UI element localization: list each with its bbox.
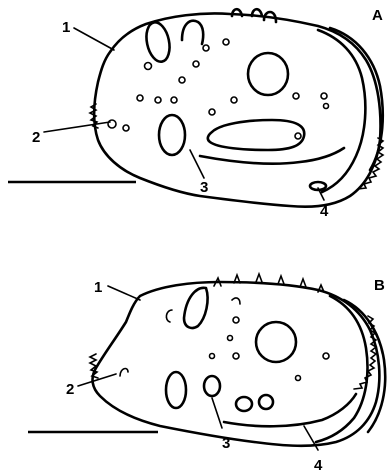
- panel-b-anterior-knob: [184, 288, 208, 328]
- panel-b-oval-a: [236, 397, 252, 411]
- panel-b-leader-1: [108, 286, 140, 300]
- panel-b-serration: [354, 316, 376, 389]
- panel-b-central-pit: [256, 322, 296, 362]
- panel-b-c-mark-1: [166, 310, 172, 322]
- panel-b-leader-2: [78, 374, 116, 386]
- panel-a-label-2: 2: [32, 129, 40, 146]
- panel-b-letter: B: [374, 277, 385, 294]
- panel-b-c-mark-3: [232, 298, 240, 304]
- panel-a: 1 2 3 4 A: [8, 7, 383, 220]
- panel-a-leader-2: [44, 122, 110, 132]
- panel-a-leader-1: [74, 28, 114, 50]
- panel-b-oval-b: [259, 395, 273, 409]
- panel-b-c-mark-2: [120, 369, 128, 376]
- panel-a-body-outline: [94, 13, 380, 206]
- panel-a-shield-inner: [318, 30, 365, 192]
- panel-b-body-outline: [93, 282, 380, 446]
- panel-b-anterior-teeth: [90, 354, 98, 378]
- panel-a-leader-3: [190, 150, 204, 178]
- panel-a-dorsal-knob-1: [182, 21, 203, 44]
- panel-b-leader-3: [212, 398, 222, 428]
- panel-a-serration: [358, 138, 383, 189]
- panel-a-lower-oval: [159, 115, 185, 155]
- panel-a-letter: A: [372, 7, 383, 24]
- panel-b-oval-3: [204, 376, 220, 396]
- panel-a-label-3: 3: [200, 179, 208, 196]
- panel-a-central-pit: [248, 53, 288, 95]
- panel-b-label-4: 4: [314, 457, 323, 474]
- panel-b-label-1: 1: [94, 279, 102, 296]
- panel-b-left-oval: [166, 372, 186, 408]
- panel-a-label-1: 1: [62, 19, 70, 36]
- panel-a-ventral-ridge: [208, 120, 304, 150]
- panel-a-anterior-tubercle: [143, 20, 173, 64]
- panel-b-label-3: 3: [222, 435, 230, 452]
- panel-b-label-2: 2: [66, 381, 74, 398]
- panel-b-pores: [210, 317, 330, 381]
- panel-a-label-4: 4: [320, 203, 329, 220]
- panel-b: 1 2 3 4 B: [28, 274, 385, 474]
